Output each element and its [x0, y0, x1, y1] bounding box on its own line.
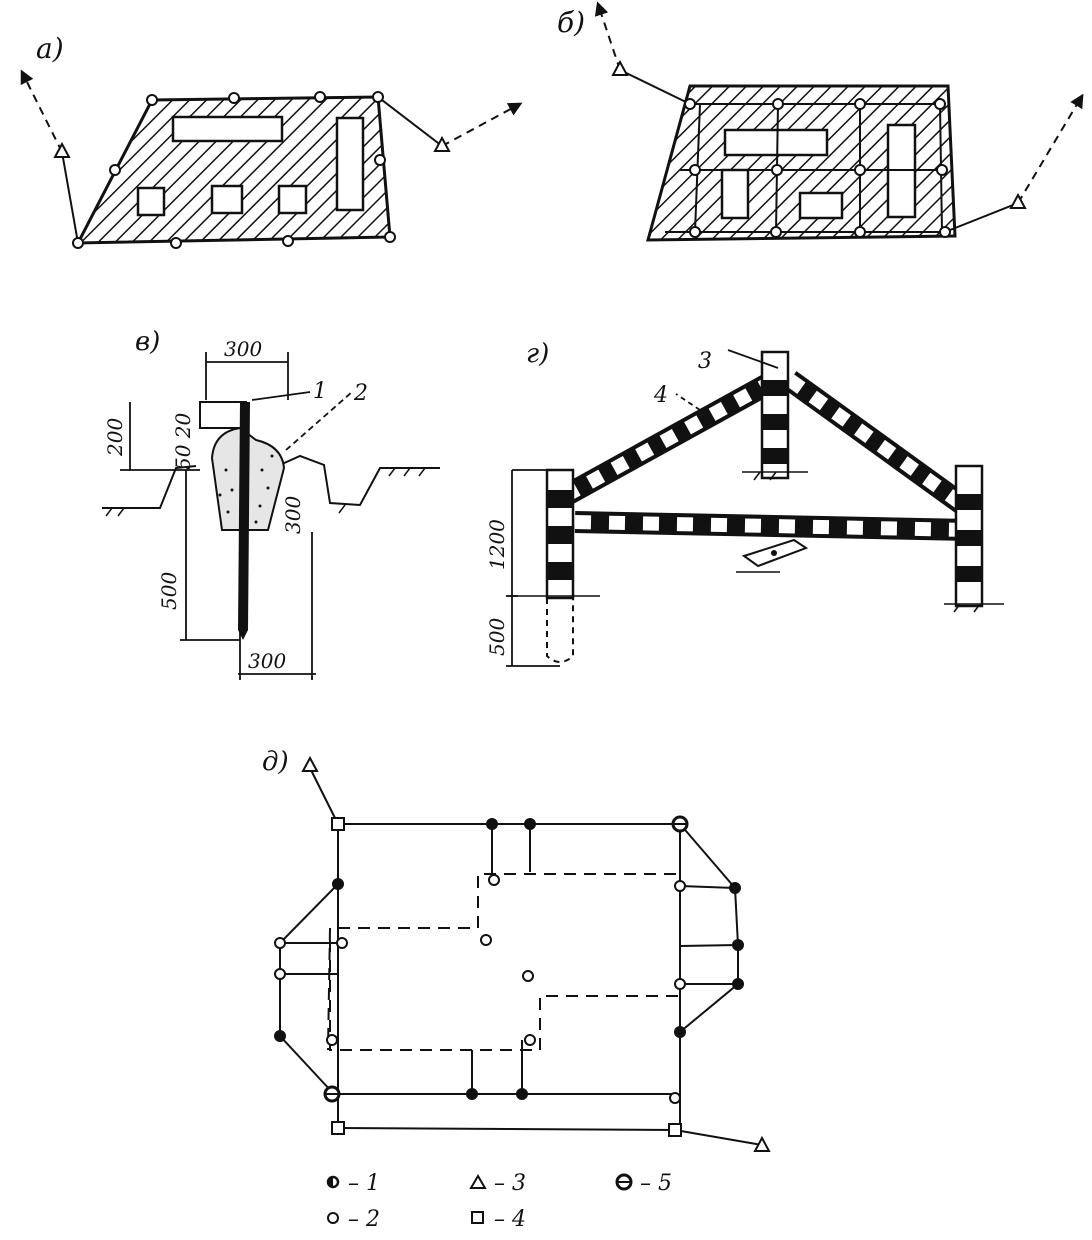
building — [723, 128, 829, 157]
stations-a — [53, 91, 451, 249]
building — [277, 184, 308, 215]
panel-a-label: а) — [36, 32, 64, 65]
dim-right: 300 — [281, 496, 305, 534]
building — [798, 191, 844, 220]
panel-b: б) — [557, 1, 1084, 242]
legend-text-5: – 5 — [640, 1171, 672, 1196]
panel-g-label: г) — [526, 339, 549, 369]
post-underground — [546, 598, 574, 663]
dim-below: 500 — [485, 618, 509, 656]
dim-height: 1200 — [485, 519, 509, 570]
legend-item-3: – 3 — [469, 1171, 526, 1196]
legend-item-2: – 2 — [327, 1207, 380, 1232]
triangle-icon — [469, 1174, 487, 1189]
traverse-network — [279, 767, 763, 1146]
panel-d-label: д) — [262, 747, 289, 777]
panel-g: г) — [485, 339, 1004, 667]
stations-b — [611, 59, 1027, 238]
building — [335, 116, 365, 212]
plan-points — [274, 755, 771, 1152]
ground-strokes — [510, 471, 1004, 613]
callout-4: 4 — [653, 383, 668, 408]
building — [210, 184, 244, 215]
building — [136, 186, 166, 217]
dimension-lines-g — [506, 349, 779, 667]
dim-left-lower: 500 — [157, 572, 181, 610]
triangle-icon — [433, 135, 451, 152]
dimension-lines — [120, 352, 353, 680]
ground-ticks — [105, 467, 426, 517]
dim-top: 300 — [224, 337, 262, 361]
dim-bottom: 300 — [248, 649, 286, 673]
open-circle-icon — [327, 1212, 339, 1224]
traverse-b — [594, 1, 1084, 233]
legend-item-1: – 1 — [326, 1171, 380, 1196]
legend-item-4: – 4 — [471, 1207, 526, 1232]
site-a-buildings — [136, 115, 365, 217]
panel-d: д) — [262, 747, 771, 1232]
triangle-icon — [1009, 192, 1027, 209]
panel-v: в) — [102, 327, 440, 680]
legend-text-4: – 4 — [494, 1207, 526, 1232]
legend-text-1: – 1 — [348, 1171, 380, 1196]
legend: – 1 – 2 – 3 – 4 – 5 — [326, 1171, 672, 1232]
dim-small: 50 20 — [171, 412, 195, 470]
ground-line — [281, 454, 440, 507]
fence-posts — [545, 350, 984, 608]
legend-item-5: – 5 — [615, 1171, 672, 1196]
legend-text-2: – 2 — [348, 1207, 380, 1232]
square-icon — [471, 1211, 484, 1224]
triangle-icon — [611, 59, 629, 76]
concrete-dots — [218, 454, 274, 524]
panel-a: а) — [20, 32, 523, 249]
callout-1: 1 — [313, 379, 327, 404]
triangle-icon — [53, 141, 71, 158]
traverse-a — [20, 69, 523, 244]
metal-rod — [238, 402, 250, 640]
building — [171, 115, 284, 143]
ground-line — [102, 465, 197, 509]
building — [720, 168, 750, 220]
legend-text-3: – 3 — [494, 1171, 526, 1196]
fence-rails — [559, 370, 977, 541]
panel-b-label: б) — [557, 6, 585, 39]
callout-2: 2 — [353, 381, 368, 406]
callout-3: 3 — [698, 349, 712, 374]
dim-left-upper: 200 — [103, 418, 127, 457]
building-outline — [329, 873, 681, 1051]
panel-v-label: в) — [135, 327, 160, 357]
stake-cap — [199, 401, 247, 429]
